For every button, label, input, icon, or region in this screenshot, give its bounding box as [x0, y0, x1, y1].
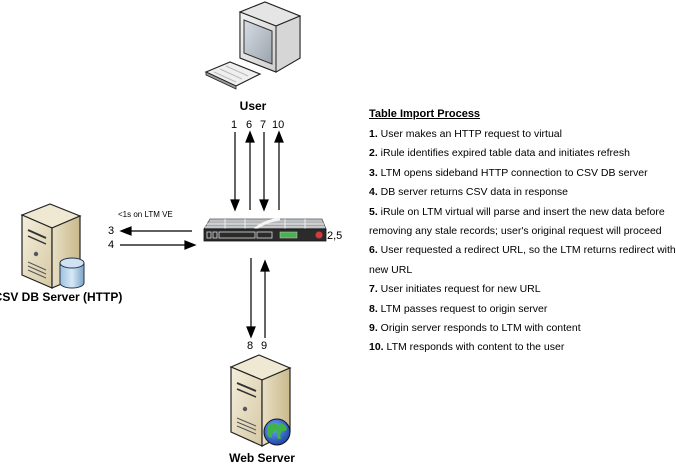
step-number: 6.	[369, 244, 378, 257]
web-server-label: Web Server	[229, 451, 295, 465]
arrow-10-up	[274, 130, 284, 210]
process-step: 6. User requested a redirect URL, so the…	[369, 241, 676, 260]
step-number: 9.	[369, 322, 378, 335]
step-text: User makes an HTTP request to virtual	[377, 128, 562, 140]
arrow-label-8: 8	[247, 340, 254, 352]
process-step: 8. LTM passes request to origin server	[369, 300, 674, 319]
process-step: 3. LTM opens sideband HTTP connection to…	[369, 164, 674, 183]
process-step-continuation: removing any stale records; user's origi…	[369, 225, 662, 238]
database-server-icon	[20, 203, 85, 289]
user-label: User	[239, 99, 267, 113]
arrows-ltm-web	[246, 258, 270, 339]
web-server-icon	[229, 354, 292, 447]
ltm-csv-note: <1s on LTM VE	[118, 210, 173, 219]
arrow-label-10: 10	[272, 119, 285, 131]
arrow-9-up	[260, 259, 270, 338]
desktop-computer-icon	[204, 1, 302, 90]
step-text: iRule identifies expired table data and …	[377, 147, 630, 160]
arrows-ltm-csv	[119, 226, 197, 250]
arrow-4-right	[120, 240, 197, 250]
step-text: LTM opens sideband HTTP connection to CS…	[377, 166, 648, 179]
process-title: Table Import Process	[369, 108, 481, 120]
step-text: Origin server responds to LTM with conte…	[377, 322, 581, 335]
step-number: 4.	[369, 186, 378, 199]
step-number: 1.	[369, 128, 378, 140]
step-list: 1. User makes an HTTP request to virtual…	[369, 125, 676, 358]
step-text: LTM passes request to origin server	[377, 302, 548, 315]
arrow-label-4: 4	[108, 239, 115, 251]
ltm-appliance-icon	[203, 217, 327, 242]
process-step: 2. iRule identifies expired table data a…	[369, 144, 674, 163]
arrow-7-down	[259, 132, 269, 212]
step-number: 7.	[369, 283, 378, 296]
process-step: 7. User initiates request for new URL	[369, 280, 674, 299]
arrow-8-down	[246, 258, 256, 339]
step-text: User initiates request for new URL	[377, 283, 541, 296]
step-text: User requested a redirect URL, so the LT…	[377, 244, 676, 257]
process-step: 10. LTM responds with content to the use…	[369, 338, 674, 357]
arrow-label-7: 7	[260, 119, 267, 131]
arrow-label-1: 1	[231, 119, 238, 131]
step-number: 10.	[369, 341, 384, 354]
step-number: 8.	[369, 302, 378, 315]
step-number: 2.	[369, 147, 378, 160]
arrow-label-3: 3	[108, 225, 115, 237]
arrow-6-up	[245, 130, 255, 210]
process-step: 5. iRule on LTM virtual will parse and i…	[369, 203, 674, 222]
arrow-label-9: 9	[261, 340, 268, 352]
arrow-3-left	[119, 226, 192, 236]
process-step: 1. User makes an HTTP request to virtual	[369, 125, 674, 144]
arrow-1-down	[230, 132, 240, 212]
process-step-continuation: new URL	[369, 263, 413, 276]
csv-db-server-label: CSV DB Server (HTTP)	[0, 290, 123, 304]
process-step: 4. DB server returns CSV data in respons…	[369, 183, 674, 202]
process-steps: Table Import Process 1. User makes an HT…	[369, 106, 676, 358]
arrow-label-6: 6	[246, 119, 253, 131]
arrows-user-ltm	[230, 130, 284, 212]
ltm-step-label: 2,5	[327, 230, 343, 242]
step-text: LTM responds with content to the user	[383, 341, 565, 354]
step-text: iRule on LTM virtual will parse and inse…	[377, 205, 665, 218]
process-step: 9. Origin server responds to LTM with co…	[369, 319, 674, 338]
step-text: DB server returns CSV data in response	[377, 186, 569, 199]
step-number: 3.	[369, 166, 378, 179]
step-number: 5.	[369, 205, 378, 218]
